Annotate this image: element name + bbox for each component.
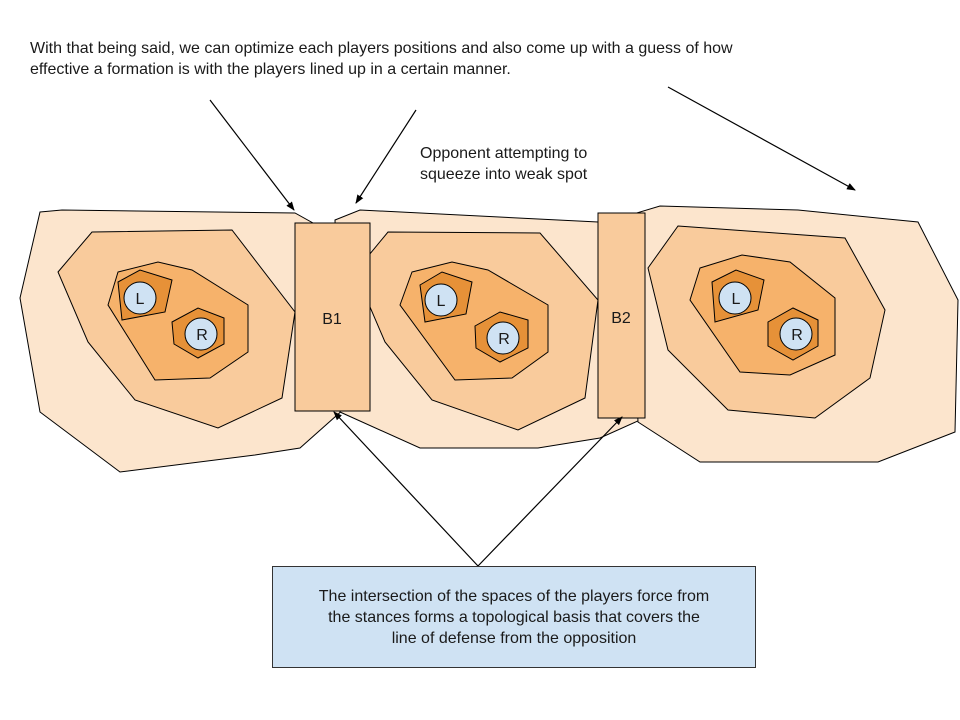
player-r-label: R (196, 327, 208, 344)
player-group-2: L R (334, 209, 641, 449)
player-group-3: L R (629, 205, 959, 463)
arrow-note-to-b2 (477, 416, 623, 567)
arrow-top-to-b1-left (209, 99, 295, 211)
player-r-circle (184, 317, 218, 351)
basis-note-box: The intersection of the spaces of the pl… (272, 566, 756, 668)
player-r-circle (486, 321, 520, 355)
player-r-label: R (791, 327, 803, 344)
block-b2: B2 (597, 212, 646, 419)
player-l-circle (718, 281, 752, 315)
opponent-note: Opponent attempting to squeeze into weak… (420, 143, 660, 185)
basis-note-line-2: the stances forms a topological basis th… (328, 608, 700, 626)
player-l-label: L (732, 291, 741, 308)
player-l-circle (424, 283, 458, 317)
basis-note-line-1: The intersection of the spaces of the pl… (318, 587, 710, 605)
arrow-top-to-right-group (667, 86, 856, 191)
block-b1: B1 (294, 222, 371, 412)
block-b2-label: B2 (611, 310, 631, 327)
player-r-circle (779, 317, 813, 351)
block-b2-rect (597, 212, 646, 419)
player-r-label: R (498, 331, 510, 348)
basis-note-text: The intersection of the spaces of the pl… (319, 586, 709, 649)
basis-note-line-3: line of defense from the opposition (391, 629, 637, 647)
player-l-label: L (136, 291, 145, 308)
opponent-note-line-2: squeeze into weak spot (420, 166, 588, 183)
arrow-top-to-b1-right (355, 109, 417, 204)
block-b1-label: B1 (322, 311, 342, 328)
player-l-label: L (437, 293, 446, 310)
top-note-line-2: effective a formation is with the player… (30, 61, 511, 78)
opponent-note-line-1: Opponent attempting to (420, 145, 588, 162)
top-note-line-1: With that being said, we can optimize ea… (30, 40, 733, 57)
top-note: With that being said, we can optimize ea… (30, 38, 930, 80)
arrows (209, 86, 856, 567)
arrow-note-to-b1 (333, 411, 479, 567)
player-l-circle (123, 281, 157, 315)
player-group-1: L R (19, 209, 346, 473)
block-b1-rect (294, 222, 371, 412)
